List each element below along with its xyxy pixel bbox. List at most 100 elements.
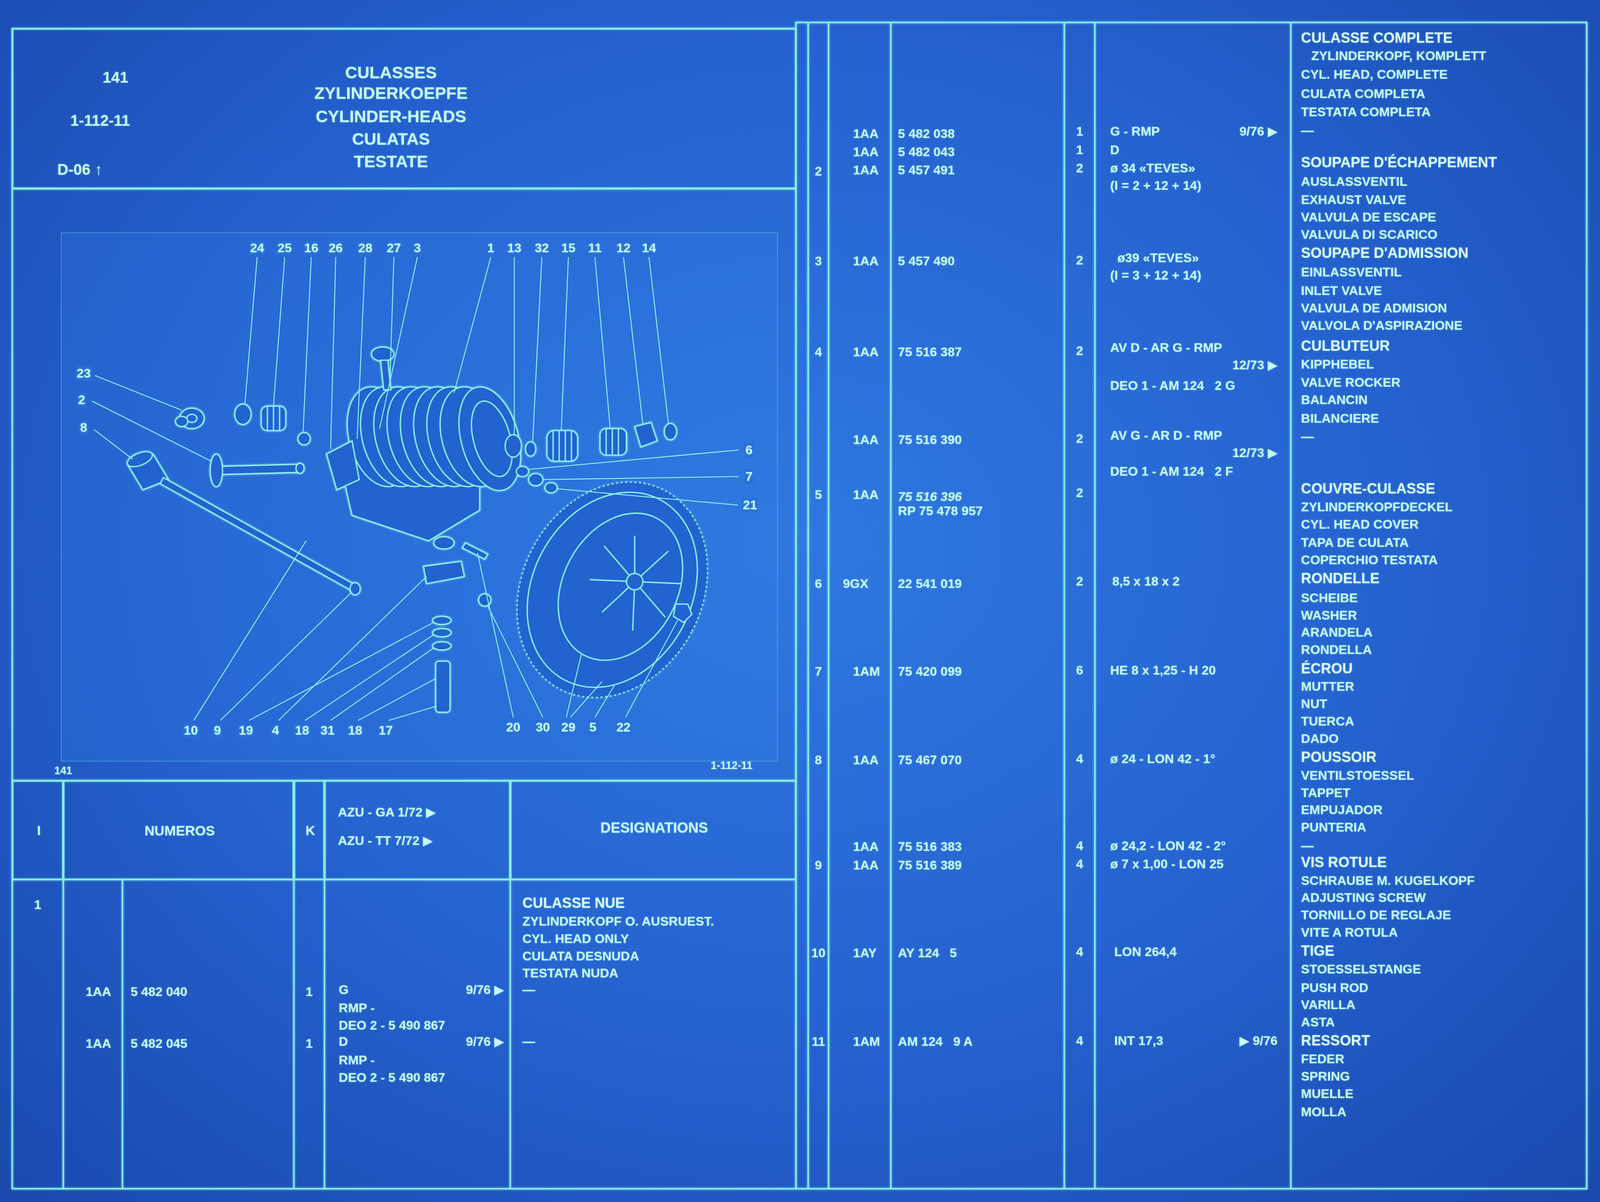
callout-number: 6 xyxy=(744,442,754,458)
table-cell: 1AA xyxy=(852,253,879,269)
table-cell: TAPA DE CULATA xyxy=(1301,535,1409,550)
callout-number: 24 xyxy=(249,240,266,256)
table-cell: MUELLE xyxy=(1301,1086,1354,1101)
valve-gear-right-part xyxy=(570,430,572,461)
designation-heading: POUSSOIR xyxy=(1301,748,1377,766)
table-cell: 1AA xyxy=(85,984,112,999)
leader-lines-part xyxy=(388,705,437,721)
leader-lines-part xyxy=(594,256,611,429)
table-header-cell: DESIGNATIONS xyxy=(510,780,797,880)
table-cell: 75 467 070 xyxy=(898,752,963,768)
header-text: 141 xyxy=(102,68,129,87)
designation-heading: SOUPAPE D'ÉCHAPPEMENT xyxy=(1301,154,1498,171)
table-cell: 10 xyxy=(811,945,826,961)
header-text: 1-112-11 xyxy=(70,111,131,130)
table-cell: 1 xyxy=(34,897,42,912)
header-text: NUMEROS xyxy=(144,822,216,839)
table-cell: PUNTERIA xyxy=(1301,819,1367,835)
table-cell: 1AA xyxy=(852,162,879,178)
rocker-column-part xyxy=(673,603,692,623)
title-line: CYLINDER-HEADS xyxy=(315,106,467,127)
cylinder-head-part xyxy=(326,440,360,490)
valve-gear-left-part xyxy=(266,405,268,431)
table-cell: 7 xyxy=(814,664,822,679)
valve-gear-right-part xyxy=(634,422,658,447)
leader-lines-part xyxy=(303,256,312,433)
table-cell: 1AA xyxy=(85,1035,112,1051)
table-cell: 22 541 019 xyxy=(898,576,963,591)
table-cell: MUTTER xyxy=(1301,679,1355,694)
table-cell: VALVULA DE ADMISION xyxy=(1301,300,1448,316)
table-header-cell: NUMEROS xyxy=(63,780,294,880)
table-cell: ZYLINDERKOPF, KOMPLETT xyxy=(1311,48,1487,64)
rocker-column-part xyxy=(432,628,451,637)
frame-lines-part xyxy=(1094,22,1096,1189)
table-cell: VARILLA xyxy=(1301,997,1356,1012)
table-cell: RP 75 478 957 xyxy=(898,503,984,519)
table-cell: AV G - AR D - RMP xyxy=(1110,428,1223,443)
valve-gear-right-part xyxy=(505,434,522,457)
designation-heading: RONDELLE xyxy=(1301,569,1380,587)
table-cell: 1AA xyxy=(852,487,879,502)
frame-lines-part xyxy=(121,879,124,1189)
valve-gear-left-part xyxy=(272,405,274,431)
callout-number: 7 xyxy=(744,469,754,484)
leader-lines-part xyxy=(623,256,643,425)
head-cover-part xyxy=(533,491,708,682)
valve-gear-left-part xyxy=(298,432,311,445)
table-cell: EINLASSVENTIL xyxy=(1301,264,1402,280)
valve-gear-left-part xyxy=(125,448,155,470)
frame-lines-part xyxy=(1063,22,1066,1189)
table-cell: NUT xyxy=(1301,696,1328,712)
table-cell: ø 34 «TEVES» xyxy=(1110,160,1196,176)
header-panel: 1411-112-11D-06 ↑CULASSESZYLINDERKOEPFEC… xyxy=(12,28,797,189)
table-cell: — xyxy=(1301,123,1314,138)
table-cell: AY 124 5 xyxy=(898,945,957,961)
table-cell: 1AA xyxy=(852,839,879,854)
header-text: D-06 ↑ xyxy=(57,160,103,179)
designation-heading: CULASSE COMPLETE xyxy=(1301,29,1453,47)
head-cover xyxy=(480,448,745,731)
table-cell: 1AA xyxy=(852,144,879,160)
table-cell: 75 516 390 xyxy=(898,432,963,448)
callout-number: 5 xyxy=(588,719,598,735)
callout-number: 11 xyxy=(586,240,603,256)
leader-lines-part xyxy=(532,256,542,442)
table-cell: 4 xyxy=(1075,944,1084,959)
table-cell: CYL. HEAD, COMPLETE xyxy=(1301,67,1448,82)
table-cell: RMP - xyxy=(338,1000,375,1016)
header-text: K xyxy=(305,822,316,839)
table-cell: BILANCIERE xyxy=(1301,411,1380,426)
table-cell: 75 516 396 xyxy=(898,489,963,504)
table-cell: 5 482 038 xyxy=(898,126,955,142)
callout-number: 30 xyxy=(534,719,551,735)
table-cell: (I = 3 + 12 + 14) xyxy=(1110,267,1202,283)
table-cell: 5 xyxy=(814,487,822,502)
table-cell: VALVULA DI SCARICO xyxy=(1301,227,1438,242)
designation-heading: CULBUTEUR xyxy=(1301,337,1391,355)
callout-number: 9 xyxy=(212,722,223,738)
leader-lines-part xyxy=(91,400,212,461)
leader-lines-part xyxy=(330,647,434,721)
table-cell: TAPPET xyxy=(1301,785,1351,800)
callout-number: 4 xyxy=(270,722,281,738)
frame-code: 1-112-11 xyxy=(710,758,753,772)
table-cell: VALVULA DE ESCAPE xyxy=(1301,209,1437,225)
table-cell: G xyxy=(338,982,349,997)
table-cell: 1AA xyxy=(852,432,879,448)
frame-lines-part xyxy=(890,22,892,1189)
table-cell: 5 482 045 xyxy=(130,1035,188,1051)
table-cell: CYL. HEAD ONLY xyxy=(522,931,630,946)
exploded-view xyxy=(125,346,745,731)
table-cell: INT 17,3 xyxy=(1114,1033,1164,1048)
callout-number: 29 xyxy=(560,719,577,735)
header-text: AZU - GA 1/72 ▶ xyxy=(337,804,436,820)
designation-heading: ÉCROU xyxy=(1301,660,1353,677)
table-cell: — xyxy=(1301,838,1314,853)
leader-lines-part xyxy=(542,476,739,480)
leader-lines-part xyxy=(528,449,739,470)
frame-lines-part xyxy=(827,22,830,1189)
table-cell: 12/73 ▶ xyxy=(1232,445,1278,461)
valve-gear-left-part xyxy=(220,464,299,475)
table-cell: 8 xyxy=(814,752,822,768)
